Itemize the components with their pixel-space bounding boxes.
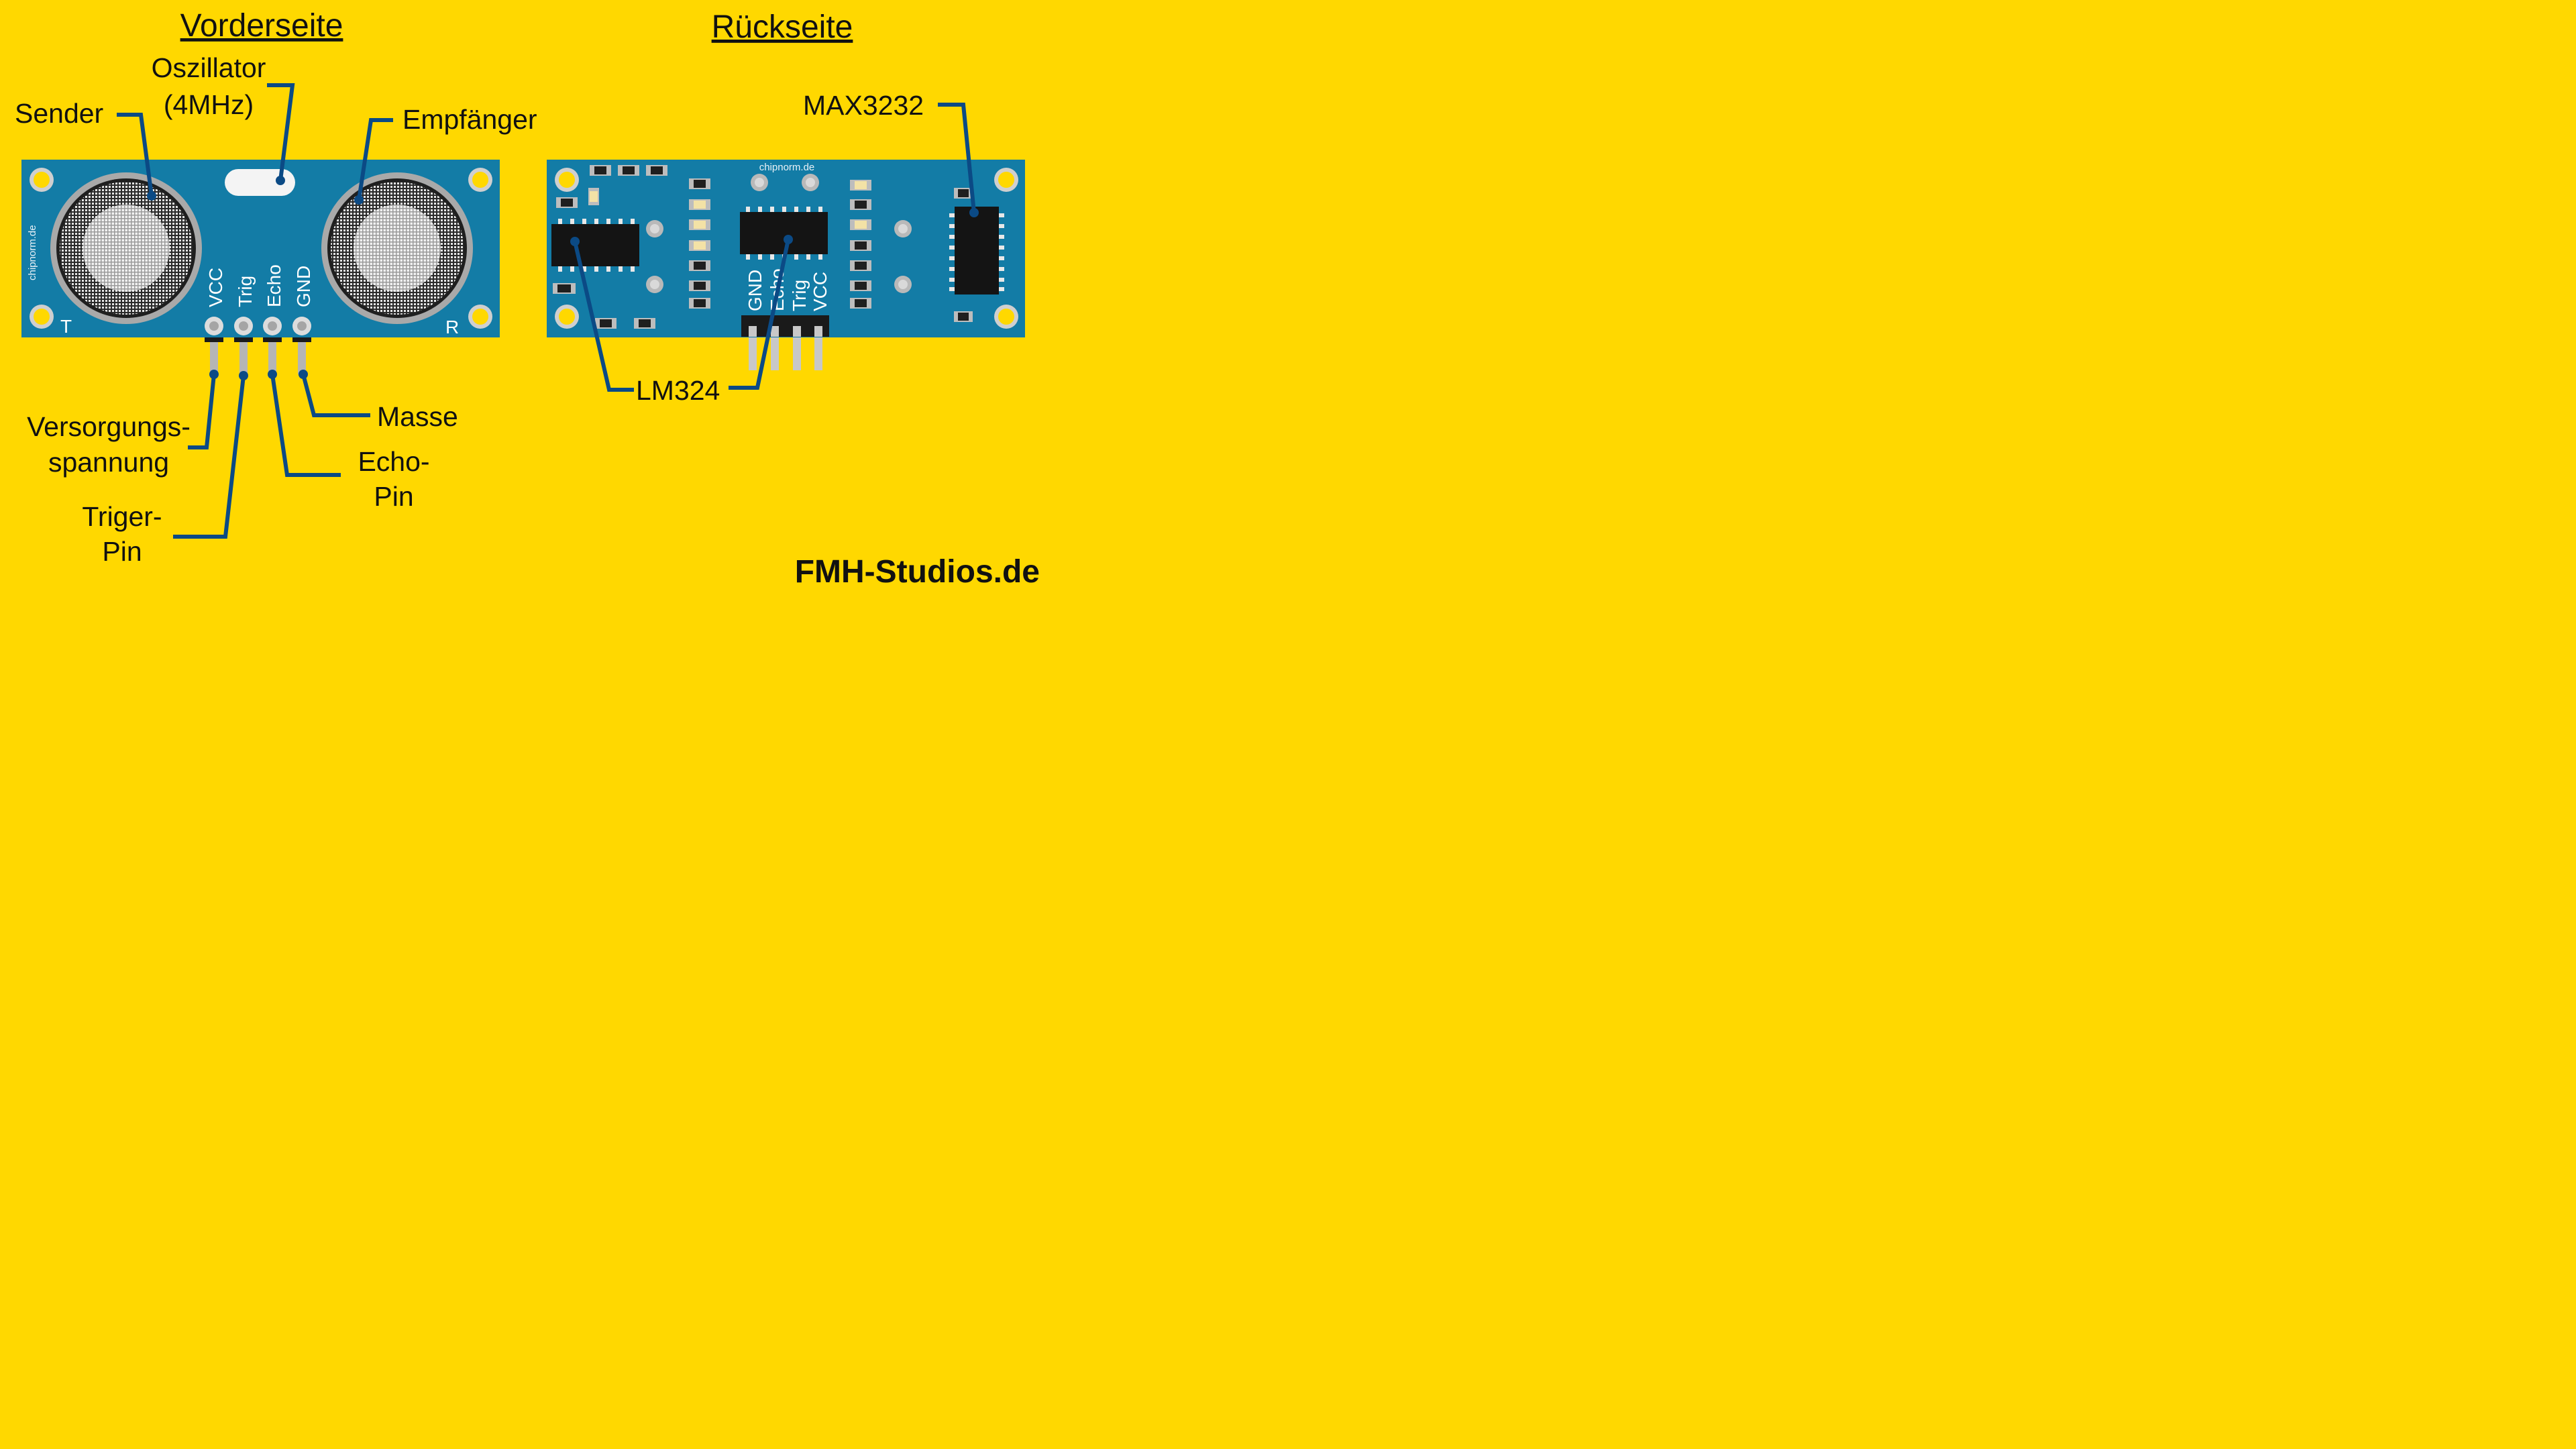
transmitter-mark: T xyxy=(60,316,72,337)
transmitter-transducer xyxy=(50,172,202,324)
oscillator-label-line1: Oszillator xyxy=(152,52,266,83)
front-pin-pads xyxy=(205,317,311,335)
front-pin-label-echo: Echo xyxy=(264,264,284,307)
front-pin-legs xyxy=(205,335,311,374)
front-board: VCC Trig Echo GND T R chipnorm.de xyxy=(21,160,500,374)
back-test-pads xyxy=(646,174,912,293)
supply-label-line2: spannung xyxy=(48,447,169,478)
oscillator-crystal xyxy=(225,169,295,196)
front-pin-label-gnd: GND xyxy=(293,266,314,307)
receiver-transducer xyxy=(321,172,473,324)
header-pin-stubs xyxy=(749,326,822,337)
back-pin-label-vcc: VCC xyxy=(810,272,830,311)
back-title: Rückseite xyxy=(712,9,853,45)
echo-label-line1: Echo- xyxy=(358,446,429,477)
supply-label-line1: Versorgungs- xyxy=(27,411,191,442)
back-mounting-holes xyxy=(555,168,1018,329)
oscillator-label-line2: (4MHz) xyxy=(164,89,254,120)
sensor-diagram: Vorderseite Rückseite xyxy=(15,8,1040,590)
watermark: FMH-Studios.de xyxy=(795,554,1040,590)
max3232-chip xyxy=(949,207,1004,294)
lm324-chip-left xyxy=(551,219,639,272)
back-pin-label-trig: Trig xyxy=(789,280,810,311)
front-pin-label-trig: Trig xyxy=(235,276,256,307)
front-silkscreen: chipnorm.de xyxy=(27,225,38,280)
lm324-chip-center xyxy=(740,207,828,260)
trigger-label-line2: Pin xyxy=(102,536,142,567)
max3232-label: MAX3232 xyxy=(803,90,924,121)
echo-label-line2: Pin xyxy=(374,481,413,512)
front-mounting-holes xyxy=(30,168,492,329)
trigger-label-line1: Triger- xyxy=(82,501,162,532)
lm324-label: LM324 xyxy=(636,375,720,406)
front-title: Vorderseite xyxy=(180,8,343,44)
ground-label: Masse xyxy=(377,401,458,432)
back-pin-label-gnd: GND xyxy=(745,270,765,311)
sender-label: Sender xyxy=(15,98,103,129)
receiver-mark: R xyxy=(445,317,459,337)
back-silkscreen: chipnorm.de xyxy=(759,162,815,173)
receiver-label: Empfänger xyxy=(402,104,537,135)
back-board: GND Echo Trig VCC chipnorm.de xyxy=(547,160,1025,370)
leader-lines xyxy=(117,83,979,539)
front-pin-label-vcc: VCC xyxy=(205,268,226,307)
smd-components xyxy=(553,165,973,329)
